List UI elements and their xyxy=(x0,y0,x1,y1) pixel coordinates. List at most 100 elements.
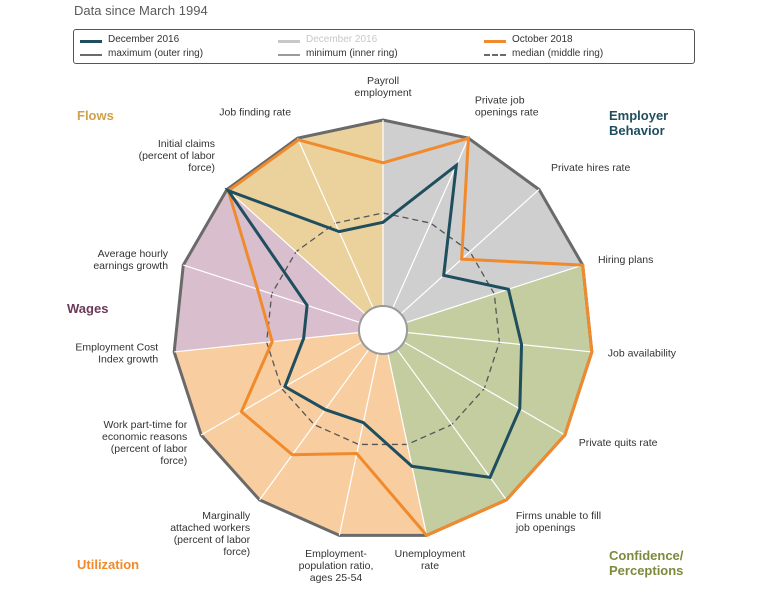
axis-label-line: Employment Cost xyxy=(75,342,158,354)
axis-label-line: attached workers xyxy=(170,522,250,534)
sector-confidence-5 xyxy=(383,330,565,500)
axis-label-5: Private quits rate xyxy=(579,437,658,449)
chart-subtitle: Data since March 1994 xyxy=(74,3,208,18)
axis-label-line: (percent of labor xyxy=(174,534,251,546)
legend-swatch-oct2018 xyxy=(484,40,506,43)
legend-swatch-min xyxy=(278,54,300,56)
axis-label-2: Private hires rate xyxy=(551,162,631,174)
axis-label-line: Private hires rate xyxy=(551,162,631,174)
median-ring xyxy=(265,212,501,446)
legend-label-median: median (middle ring) xyxy=(512,48,604,59)
legend-label-max: maximum (outer ring) xyxy=(108,48,204,59)
axis-label-line: population ratio, xyxy=(299,560,374,572)
axis-label-line: (percent of labor xyxy=(111,443,188,455)
spoke-11 xyxy=(174,331,360,353)
group-label-flows: Flows xyxy=(77,108,114,123)
spoke-12 xyxy=(183,264,361,324)
sector-confidence-6 xyxy=(383,330,507,536)
spoke-6 xyxy=(396,349,507,501)
spoke-13 xyxy=(226,189,366,315)
group-label-employer-line1: Employer xyxy=(609,108,669,123)
min-ring xyxy=(358,305,408,355)
group-label-employer: Employer Behavior xyxy=(609,108,668,138)
max-ring xyxy=(172,118,594,537)
legend-swatch-dec2016 xyxy=(80,40,102,43)
legend-swatch-max xyxy=(80,54,102,56)
axis-label-line: Payroll xyxy=(367,75,399,87)
axis-label-line: economic reasons xyxy=(102,431,187,443)
group-label-wages: Wages xyxy=(67,301,109,316)
group-label-confidence-line2: Perceptions xyxy=(609,563,684,578)
sector-flows-14 xyxy=(297,120,383,330)
axis-label-line: Unemployment xyxy=(395,548,466,560)
legend-label-dec2016-faded: December 2016 xyxy=(306,34,378,45)
spoke-5 xyxy=(403,341,566,436)
axis-label-line: rate xyxy=(421,560,439,572)
spoke-3 xyxy=(405,264,583,324)
axis-label-line: Employment- xyxy=(305,548,367,560)
legend-label-min: minimum (inner ring) xyxy=(306,48,398,59)
spoke-9 xyxy=(259,349,370,501)
axis-label-line: Firms unable to fill xyxy=(516,510,601,522)
axis-label-8: Employment-population ratio,ages 25-54 xyxy=(299,548,374,584)
spoke-7 xyxy=(387,353,428,536)
spoke-8 xyxy=(338,353,379,536)
axis-label-line: Initial claims xyxy=(158,138,215,150)
sector-wages-12 xyxy=(183,189,383,330)
sector-utilization-9 xyxy=(201,330,383,500)
axis-label-3: Hiring plans xyxy=(598,254,653,266)
sector-employer-1 xyxy=(383,138,540,330)
axis-label-line: earnings growth xyxy=(93,260,168,272)
axis-label-line: Hiring plans xyxy=(598,254,653,266)
sector-confidence-4 xyxy=(383,330,592,435)
axis-label-line: Job availability xyxy=(608,348,677,360)
axis-label-line: force) xyxy=(160,455,187,467)
legend-label-oct2018: October 2018 xyxy=(512,34,573,45)
axis-label-line: Private job xyxy=(475,95,525,107)
series-line-dec2016 xyxy=(224,161,524,479)
sector-utilization-10 xyxy=(174,330,383,435)
sector-wages-11 xyxy=(174,265,383,352)
axis-label-line: (percent of labor xyxy=(139,150,216,162)
axis-label-line: Index growth xyxy=(98,354,158,366)
axis-label-line: Private quits rate xyxy=(579,437,658,449)
axis-label-line: ages 25-54 xyxy=(310,572,363,584)
axis-label-line: Job finding rate xyxy=(219,107,291,119)
sector-confidence-3 xyxy=(383,265,592,352)
axis-label-line: force) xyxy=(223,546,250,558)
spoke-10 xyxy=(200,341,363,436)
legend: December 2016 December 2016 October 2018… xyxy=(73,29,695,64)
axis-label-14: Job finding rate xyxy=(219,107,291,119)
sector-utilization-7 xyxy=(339,330,427,536)
legend-label-dec2016: December 2016 xyxy=(108,34,180,45)
group-label-confidence: Confidence/ Perceptions xyxy=(609,548,683,578)
spoke-14 xyxy=(297,137,374,309)
spoke-2 xyxy=(400,189,540,315)
axis-label-line: job openings xyxy=(515,522,576,534)
sector-flows-13 xyxy=(226,138,383,330)
axis-label-line: employment xyxy=(354,87,411,99)
group-label-employer-line2: Behavior xyxy=(609,123,665,138)
series-line-oct2018 xyxy=(226,136,594,538)
axis-label-line: Marginally xyxy=(202,510,251,522)
axis-label-line: force) xyxy=(188,162,215,174)
group-label-confidence-line1: Confidence/ xyxy=(609,548,684,563)
axis-label-line: openings rate xyxy=(475,107,539,119)
group-label-utilization: Utilization xyxy=(77,557,140,572)
spoke-4 xyxy=(406,331,592,353)
legend-swatch-dec2016-faded xyxy=(278,40,300,43)
axis-label-line: Work part-time for xyxy=(103,419,187,431)
axis-label-line: Average hourly xyxy=(98,248,169,260)
axis-label-4: Job availability xyxy=(608,348,677,360)
sector-utilization-8 xyxy=(259,330,383,536)
